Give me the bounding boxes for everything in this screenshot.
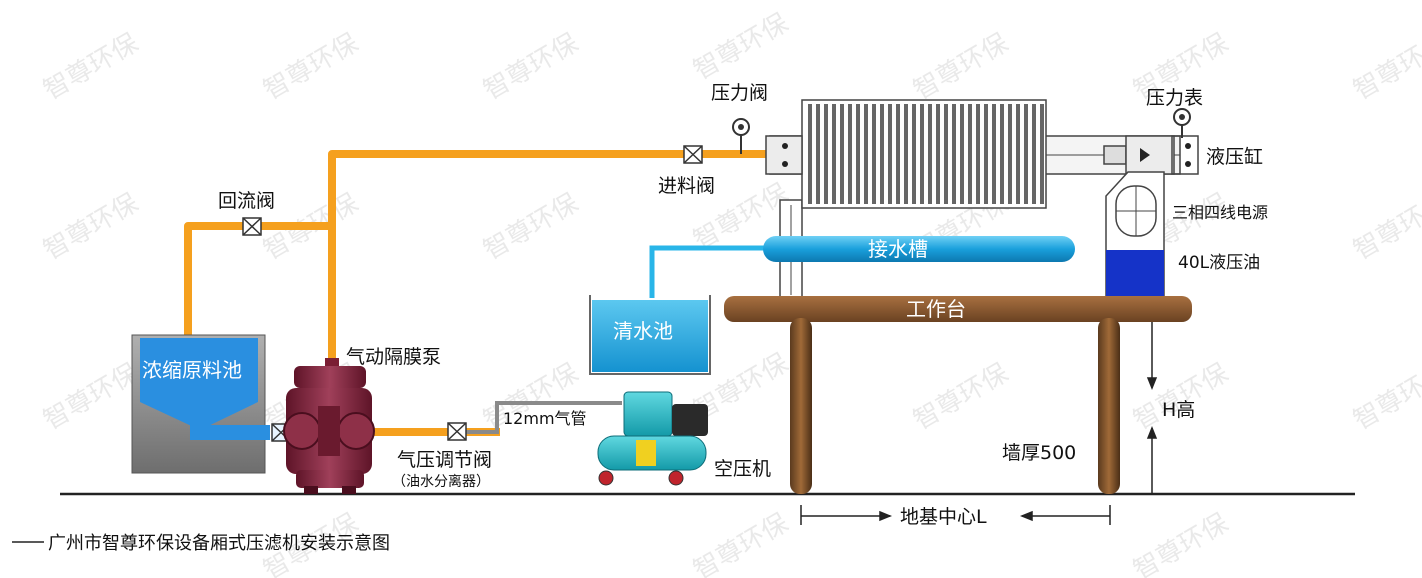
- filter-plate: [936, 104, 940, 204]
- foundation-dimension: [800, 505, 1111, 525]
- filter-plate: [984, 104, 988, 204]
- filter-plate: [848, 104, 852, 204]
- feed-valve-icon[interactable]: [683, 145, 703, 164]
- filter-plate: [944, 104, 948, 204]
- filter-plate: [1008, 104, 1012, 204]
- return-valve-label: 回流阀: [218, 190, 275, 212]
- height-label: H高: [1162, 399, 1195, 421]
- wall-thickness-label: 墙厚500: [1002, 442, 1076, 464]
- workbench-leg-left: [790, 318, 812, 494]
- hydraulic-station: [1105, 171, 1165, 297]
- feed-valve-label: 进料阀: [658, 175, 715, 197]
- filter-plate: [816, 104, 820, 204]
- clean-pool: [589, 295, 711, 375]
- watermark-text: 智尊环保: [1129, 508, 1234, 578]
- clean-pool-label: 清水池: [613, 319, 673, 343]
- workbench-top: [724, 296, 1192, 322]
- filter-plate: [856, 104, 860, 204]
- air-reg-valve-label: 气压调节阀: [397, 449, 492, 471]
- pressure-gauge-icon[interactable]: [1173, 108, 1191, 138]
- watermark-text: 智尊环保: [259, 28, 364, 106]
- filter-plate: [888, 104, 892, 204]
- watermark-text: 智尊环保: [1349, 358, 1422, 436]
- air-pipe-line: [466, 401, 622, 434]
- hydraulic-oil-label: 40L液压油: [1178, 253, 1260, 273]
- water-pipe: [649, 245, 765, 298]
- raw-tank-label: 浓缩原料池: [142, 358, 242, 382]
- air-reg-valve-icon[interactable]: [447, 422, 467, 441]
- filter-plate: [928, 104, 932, 204]
- filter-plates: [808, 104, 1044, 204]
- filter-plate: [840, 104, 844, 204]
- height-dimension: [1146, 322, 1158, 494]
- filter-plate: [864, 104, 868, 204]
- filter-plate: [1000, 104, 1004, 204]
- pressure-valve-label: 压力阀: [711, 82, 768, 104]
- watermark-text: 智尊环保: [689, 8, 794, 86]
- filter-plate: [832, 104, 836, 204]
- filter-plate: [1032, 104, 1036, 204]
- filter-plate: [1024, 104, 1028, 204]
- pressure-gauge-label: 压力表: [1146, 87, 1203, 109]
- filter-plate: [872, 104, 876, 204]
- workbench-label: 工作台: [906, 297, 966, 321]
- filter-plate: [1040, 104, 1044, 204]
- caption-title: 广州市智尊环保设备厢式压滤机安装示意图: [48, 533, 390, 554]
- watermark-text: 智尊环保: [39, 188, 144, 266]
- watermark-text: 智尊环保: [39, 28, 144, 106]
- filter-plate: [808, 104, 812, 204]
- filter-plate: [952, 104, 956, 204]
- filter-plate: [824, 104, 828, 204]
- filter-plate: [976, 104, 980, 204]
- watermark-text: 智尊环保: [479, 188, 584, 266]
- return-valve-icon[interactable]: [242, 217, 262, 236]
- watermark-text: 智尊环保: [909, 358, 1014, 436]
- watermark-text: 智尊环保: [1349, 28, 1422, 106]
- diaphragm-pump-icon[interactable]: [283, 358, 375, 494]
- filter-plate: [960, 104, 964, 204]
- watermark-text: 智尊环保: [1129, 358, 1234, 436]
- filter-plate: [904, 104, 908, 204]
- filter-plate: [880, 104, 884, 204]
- air-pipe-label: 12mm气管: [503, 409, 587, 428]
- watermark-text: 智尊环保: [39, 358, 144, 436]
- air-compressor-label: 空压机: [714, 458, 771, 480]
- filter-plate: [920, 104, 924, 204]
- air-compressor-icon[interactable]: [597, 391, 708, 486]
- diaphragm-pump-label: 气动隔膜泵: [346, 346, 441, 368]
- watermark-text: 智尊环保: [479, 28, 584, 106]
- oil-water-separator-label: （油水分离器）: [392, 473, 490, 490]
- watermark-text: 智尊环保: [909, 28, 1014, 106]
- workbench-leg-right: [1098, 318, 1120, 494]
- foundation-center-label: 地基中心L: [900, 506, 987, 528]
- watermark-text: 智尊环保: [1349, 188, 1422, 266]
- power-supply-label: 三相四线电源: [1172, 203, 1268, 222]
- water-trough: [763, 236, 1075, 262]
- filter-plate: [1016, 104, 1020, 204]
- raw-tank: [131, 334, 270, 474]
- filter-plate: [968, 104, 972, 204]
- hydraulic-cylinder-label: 液压缸: [1206, 146, 1263, 168]
- pressure-valve-gauge-icon[interactable]: [732, 118, 750, 154]
- water-trough-label: 接水槽: [868, 237, 928, 261]
- filter-plate: [912, 104, 916, 204]
- filter-plate: [992, 104, 996, 204]
- filter-plate: [896, 104, 900, 204]
- watermark-text: 智尊环保: [689, 508, 794, 578]
